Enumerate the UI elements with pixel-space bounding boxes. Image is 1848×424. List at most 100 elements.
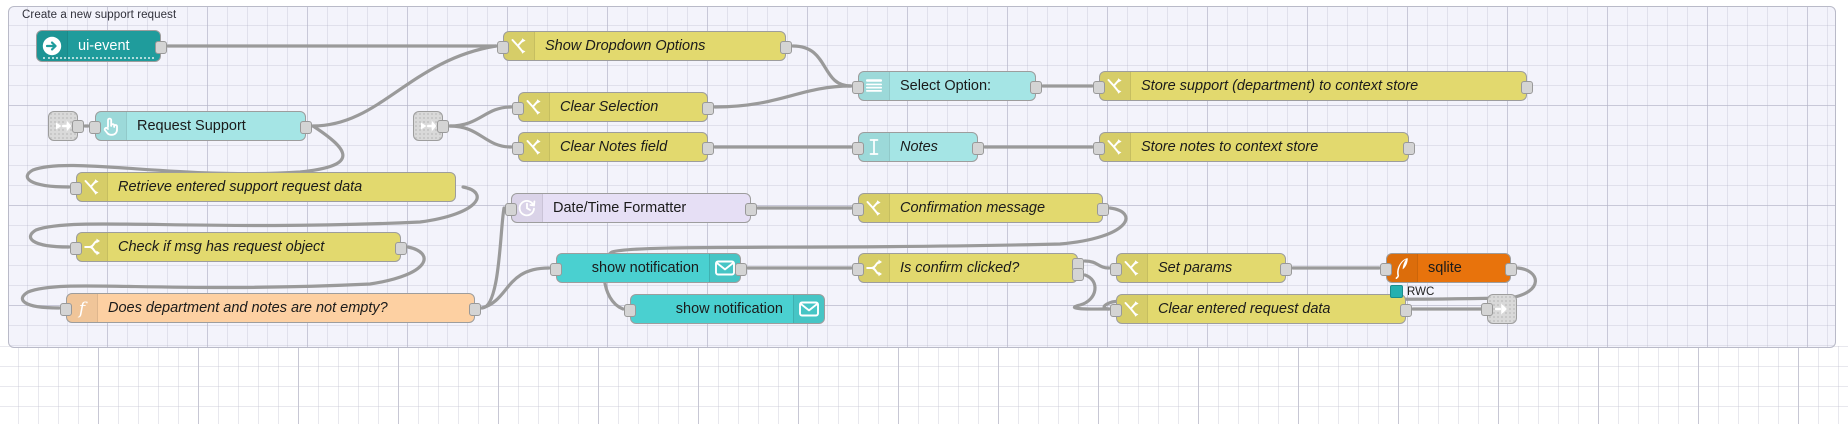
output-port-1[interactable]	[469, 302, 481, 316]
input-port[interactable]	[60, 302, 72, 316]
output-port-1[interactable]	[780, 40, 792, 54]
node-label: Clear entered request data	[1158, 301, 1331, 317]
node-label: Store support (department) to context st…	[1141, 78, 1419, 94]
node-link-in-2[interactable]	[413, 111, 449, 141]
node-body: Clear Selection	[550, 93, 707, 121]
node-clear-notes-field[interactable]: Clear Notes field	[512, 132, 714, 162]
node-show-notification-top[interactable]: show notification	[550, 253, 747, 283]
node-body: Date/Time Formatter	[543, 194, 750, 222]
input-port[interactable]	[505, 202, 517, 216]
node-request-support[interactable]: Request Support	[89, 111, 312, 141]
input-port[interactable]	[1110, 303, 1122, 317]
input-port[interactable]	[852, 80, 864, 94]
output-port-1[interactable]	[702, 101, 714, 115]
node-label: ui-event	[78, 38, 130, 54]
click-hand-icon	[96, 112, 127, 140]
output-port-1[interactable]	[72, 120, 84, 133]
node-notes[interactable]: Notes	[852, 132, 984, 162]
node-check-if-msg-has-request-object[interactable]: Check if msg has request object	[70, 232, 407, 262]
node-label: Request Support	[137, 118, 246, 134]
input-port[interactable]	[852, 262, 864, 276]
node-label: show notification	[591, 260, 699, 276]
input-port[interactable]	[624, 303, 636, 317]
output-port-1[interactable]	[702, 141, 714, 155]
change-node-icon	[1117, 254, 1148, 282]
node-is-confirm-clicked[interactable]: Is confirm clicked?	[852, 253, 1084, 283]
node-show-notification-bottom[interactable]: show notification	[624, 294, 825, 324]
node-body: Show Dropdown Options	[535, 32, 785, 60]
node-store-notes[interactable]: Store notes to context store	[1093, 132, 1415, 162]
node-sqlite[interactable]: sqlite	[1380, 253, 1517, 283]
node-label: Clear Selection	[560, 99, 659, 115]
node-set-params[interactable]: Set params	[1110, 253, 1292, 283]
input-port[interactable]	[512, 101, 524, 115]
input-port[interactable]	[1093, 80, 1105, 94]
text-cursor-icon	[859, 133, 890, 161]
input-port[interactable]	[70, 241, 82, 255]
dropdown-list-icon	[859, 72, 890, 100]
node-body: Notes	[890, 133, 977, 161]
output-port-1[interactable]	[155, 40, 167, 54]
change-node-icon	[519, 133, 550, 161]
node-show-dropdown-options[interactable]: Show Dropdown Options	[497, 31, 792, 61]
input-port[interactable]	[497, 40, 509, 54]
output-port-1[interactable]	[1280, 262, 1292, 276]
input-port[interactable]	[1110, 262, 1122, 276]
input-port[interactable]	[1093, 141, 1105, 155]
node-body: sqlite	[1418, 254, 1510, 282]
output-port-1[interactable]	[1521, 80, 1533, 94]
switch-node-icon	[859, 254, 890, 282]
output-port-1[interactable]	[437, 120, 449, 133]
node-body: ui-event	[68, 31, 160, 61]
output-port-1[interactable]	[1403, 141, 1415, 155]
node-link-out-1[interactable]	[1481, 294, 1517, 324]
input-port[interactable]	[89, 120, 101, 134]
canvas-grid-background	[0, 346, 1848, 424]
node-body: Retrieve entered support request data	[108, 173, 455, 201]
node-retrieve-entered-support-request-data[interactable]: Retrieve entered support request data	[70, 172, 456, 202]
output-port-1[interactable]	[735, 262, 747, 276]
node-body: show notification	[631, 295, 793, 323]
node-body: Set params	[1148, 254, 1285, 282]
output-port-1[interactable]	[745, 202, 757, 216]
node-select-option[interactable]: Select Option:	[852, 71, 1042, 101]
envelope-icon	[709, 254, 740, 282]
node-label: Notes	[900, 139, 938, 155]
function-node-icon: f	[67, 294, 98, 322]
input-port[interactable]	[550, 262, 562, 276]
output-port-1[interactable]	[1097, 202, 1109, 216]
output-port-1[interactable]	[300, 120, 312, 134]
output-port-2[interactable]	[1072, 267, 1084, 281]
output-port-1[interactable]	[1030, 80, 1042, 94]
output-port-1[interactable]	[395, 241, 407, 255]
node-ui-event[interactable]: ui-event	[36, 30, 167, 62]
input-port[interactable]	[852, 141, 864, 155]
node-body: show notification	[557, 254, 709, 282]
output-port-1[interactable]	[1400, 303, 1412, 317]
switch-node-icon	[77, 233, 108, 261]
input-port[interactable]	[852, 202, 864, 216]
input-port[interactable]	[1481, 303, 1493, 316]
node-clear-entered-request-data[interactable]: Clear entered request data	[1110, 294, 1412, 324]
node-store-support-department[interactable]: Store support (department) to context st…	[1093, 71, 1533, 101]
input-port[interactable]	[70, 181, 82, 195]
node-body: Clear Notes field	[550, 133, 707, 161]
input-port[interactable]	[1380, 262, 1392, 276]
node-confirmation-message[interactable]: Confirmation message	[852, 193, 1109, 223]
node-label: Store notes to context store	[1141, 139, 1319, 155]
node-label: Retrieve entered support request data	[118, 179, 363, 195]
change-node-icon	[77, 173, 108, 201]
node-clear-selection[interactable]: Clear Selection	[512, 92, 714, 122]
node-date-time-formatter[interactable]: Date/Time Formatter	[505, 193, 757, 223]
node-label: Clear Notes field	[560, 139, 668, 155]
node-body: Select Option:	[890, 72, 1035, 100]
node-label: Confirmation message	[900, 200, 1046, 216]
output-port-1[interactable]	[972, 141, 984, 155]
node-link-in-1[interactable]	[48, 111, 84, 141]
node-label: Show Dropdown Options	[545, 38, 706, 54]
input-port[interactable]	[512, 141, 524, 155]
output-port-1[interactable]	[1505, 262, 1517, 276]
change-node-icon	[1100, 133, 1131, 161]
